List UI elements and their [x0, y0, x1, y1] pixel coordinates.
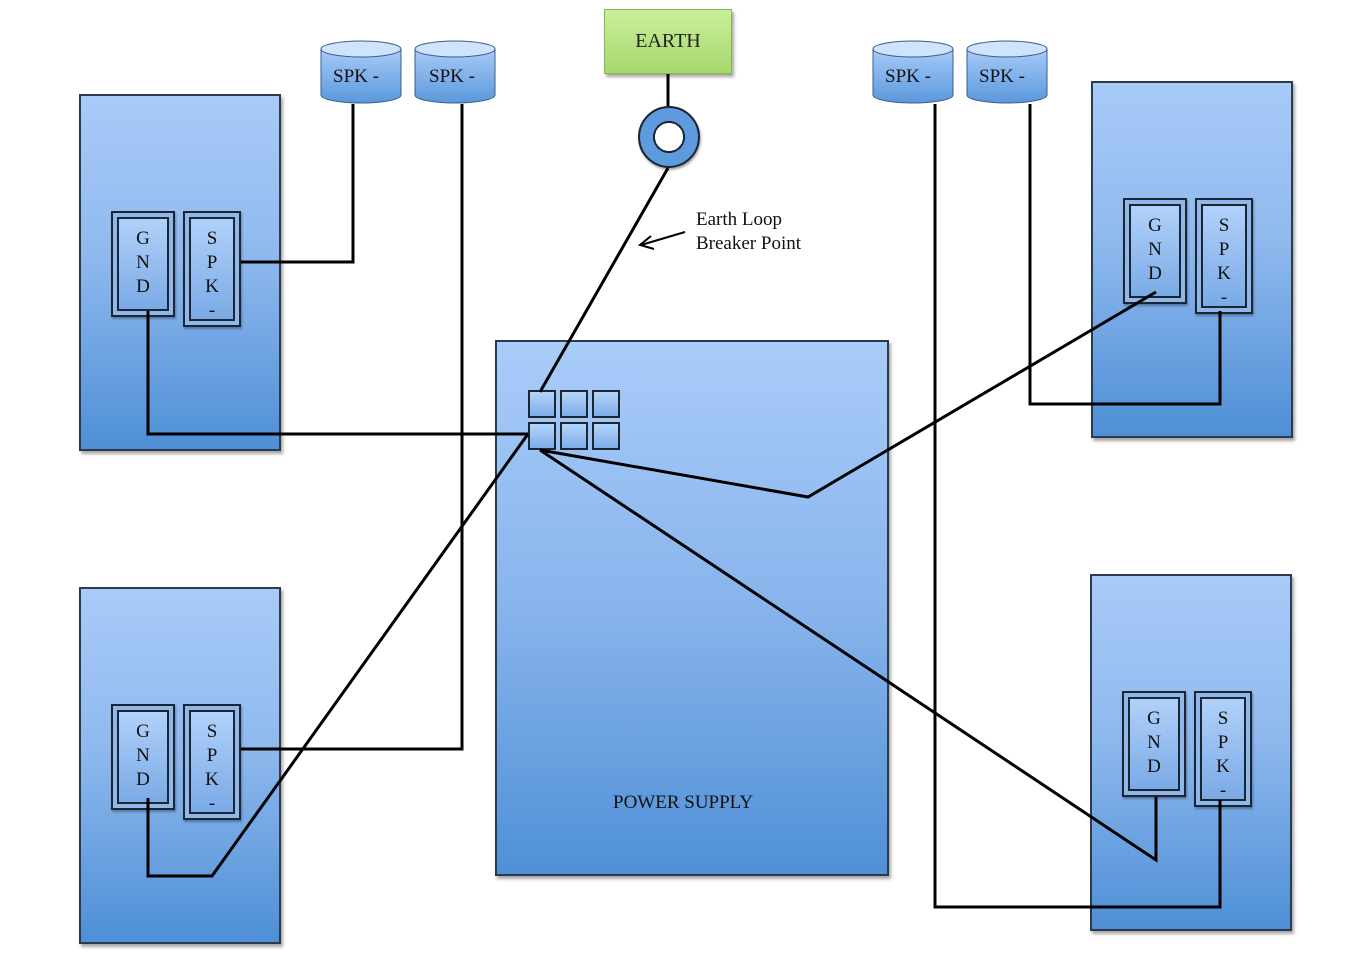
- spk-letter: S: [206, 721, 218, 742]
- gnd-letter: G: [136, 228, 150, 249]
- top-left-spk-wire: [241, 104, 355, 264]
- speaker-can-label: SPK -: [429, 66, 475, 87]
- gnd-letter: D: [136, 769, 150, 790]
- gnd-letter: N: [136, 745, 150, 766]
- gnd-terminal-top-left: G N D: [111, 211, 175, 317]
- spk-letter: P: [206, 252, 218, 273]
- bottom-left-gnd-wire: [146, 433, 530, 878]
- spk-letter: S: [1217, 708, 1229, 729]
- cylinder-icon: [320, 40, 402, 104]
- gnd-terminal-bottom-right: G N D: [1122, 691, 1186, 797]
- gnd-letter: D: [1147, 756, 1161, 777]
- gnd-terminal-bottom-left: G N D: [111, 704, 175, 810]
- top-left-gnd-wire: [146, 311, 528, 436]
- spk-letter: K: [205, 276, 219, 297]
- speaker-can-label: SPK -: [333, 66, 379, 87]
- gnd-letter: N: [1147, 732, 1161, 753]
- speaker-can-label: SPK -: [979, 66, 1025, 87]
- spk-letter: K: [1217, 263, 1231, 284]
- psu-terminal-cell: [592, 390, 620, 418]
- spk-letter: P: [1217, 732, 1229, 753]
- cylinder-icon: [966, 40, 1048, 104]
- spk-letter: -: [1220, 287, 1228, 308]
- cylinder-icon: [414, 40, 496, 104]
- speaker-can: SPK -: [320, 40, 402, 104]
- power-supply-label: POWER SUPPLY: [613, 792, 754, 813]
- speaker-can: SPK -: [872, 40, 954, 104]
- gnd-letter: G: [1147, 708, 1161, 729]
- spk-terminal-bottom-left: S P K -: [183, 704, 241, 820]
- spk-letter: K: [1216, 756, 1230, 777]
- spk-letter: P: [1218, 239, 1230, 260]
- spk-letter: S: [206, 228, 218, 249]
- spk-terminal-bottom-right: S P K -: [1194, 691, 1252, 807]
- bottom-right-gnd-wire: [539, 448, 1158, 863]
- spk-letter: -: [1219, 780, 1227, 801]
- earth-box: EARTH: [604, 9, 732, 74]
- spk-letter: K: [205, 769, 219, 790]
- speaker-can-label: SPK -: [885, 66, 931, 87]
- psu-terminal-cell: [528, 422, 556, 450]
- speaker-can: SPK -: [414, 40, 496, 104]
- gnd-letter: G: [1148, 215, 1162, 236]
- earth-label: EARTH: [635, 30, 701, 52]
- gnd-letter: G: [136, 721, 150, 742]
- gnd-letter: N: [1148, 239, 1162, 260]
- spk-letter: P: [206, 745, 218, 766]
- top-right-gnd-wire: [539, 290, 1157, 499]
- top-right-spk-wire: [1028, 104, 1222, 406]
- spk-letter: S: [1218, 215, 1230, 236]
- breaker-label-line1: Earth Loop: [696, 209, 783, 230]
- spk-letter: -: [208, 300, 216, 321]
- psu-terminal-cell: [560, 390, 588, 418]
- bottom-right-spk-wire: [933, 104, 1222, 909]
- breaker-wire: [538, 167, 670, 393]
- annotation-arrow: [640, 231, 686, 246]
- earth-loop-breaker-ring: [638, 106, 700, 168]
- psu-terminal-cell: [592, 422, 620, 450]
- speaker-can: SPK -: [966, 40, 1048, 104]
- psu-terminal-cell: [560, 422, 588, 450]
- spk-terminal-top-right: S P K -: [1195, 198, 1253, 314]
- breaker-label-line2: Breaker Point: [696, 233, 802, 254]
- cylinder-icon: [872, 40, 954, 104]
- gnd-letter: D: [1148, 263, 1162, 284]
- bottom-left-spk-wire: [241, 104, 464, 751]
- spk-letter: -: [208, 793, 216, 814]
- gnd-letter: N: [136, 252, 150, 273]
- arrow-head-icon: [637, 235, 655, 250]
- gnd-letter: D: [136, 276, 150, 297]
- gnd-terminal-top-right: G N D: [1123, 198, 1187, 304]
- spk-terminal-top-left: S P K -: [183, 211, 241, 327]
